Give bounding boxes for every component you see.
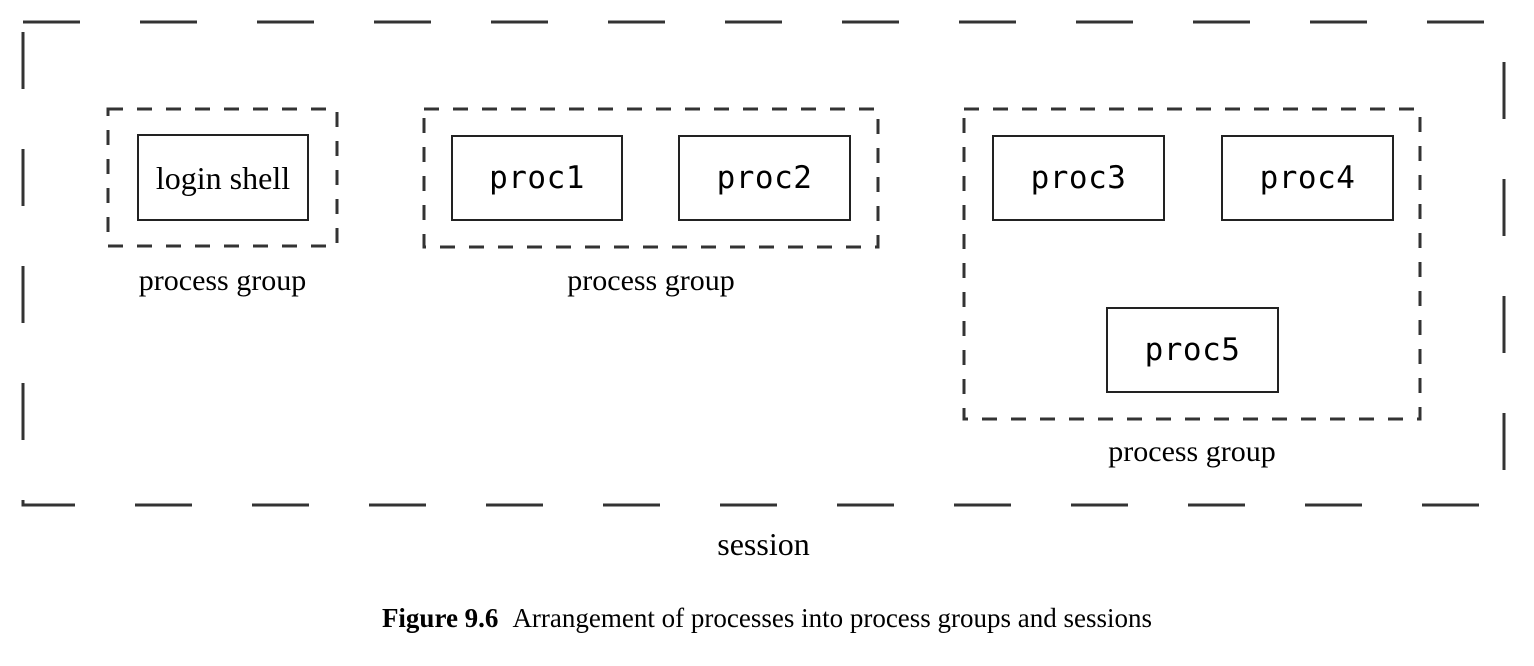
process-group-3-label: process group <box>1108 435 1276 468</box>
process-label: proc4 <box>1259 159 1356 196</box>
process-group-dashed-rect <box>106 107 339 248</box>
process-group-2-label: process group <box>567 264 735 297</box>
figure-caption: Figure 9.6 Arrangement of processes into … <box>0 603 1534 634</box>
process-label: proc1 <box>489 159 585 196</box>
process-box-login-shell: login shell <box>137 134 309 221</box>
figure-caption-text: Arrangement of processes into process gr… <box>512 603 1153 633</box>
process-group-dashed-rect <box>962 107 1422 421</box>
process-label: login shell <box>155 159 291 196</box>
process-box-proc5: proc5 <box>1106 307 1279 393</box>
session-boundary <box>21 20 1506 507</box>
process-box-proc1: proc1 <box>451 135 623 221</box>
process-box-proc4: proc4 <box>1221 135 1394 221</box>
process-group-3-boundary <box>962 107 1422 421</box>
process-box-proc2: proc2 <box>678 135 851 221</box>
process-group-1-label: process group <box>138 264 307 297</box>
process-label: proc3 <box>1030 159 1127 196</box>
process-label: proc5 <box>1144 331 1241 368</box>
process-box-proc3: proc3 <box>992 135 1165 221</box>
session-dashed-rect <box>21 20 1506 507</box>
figure-number: Figure 9.6 <box>381 603 499 633</box>
process-group-dashed-rect <box>422 107 880 249</box>
process-group-1-boundary <box>106 107 339 248</box>
process-group-2-boundary <box>422 107 880 249</box>
process-label: proc2 <box>716 159 813 196</box>
session-label: session <box>717 526 810 562</box>
